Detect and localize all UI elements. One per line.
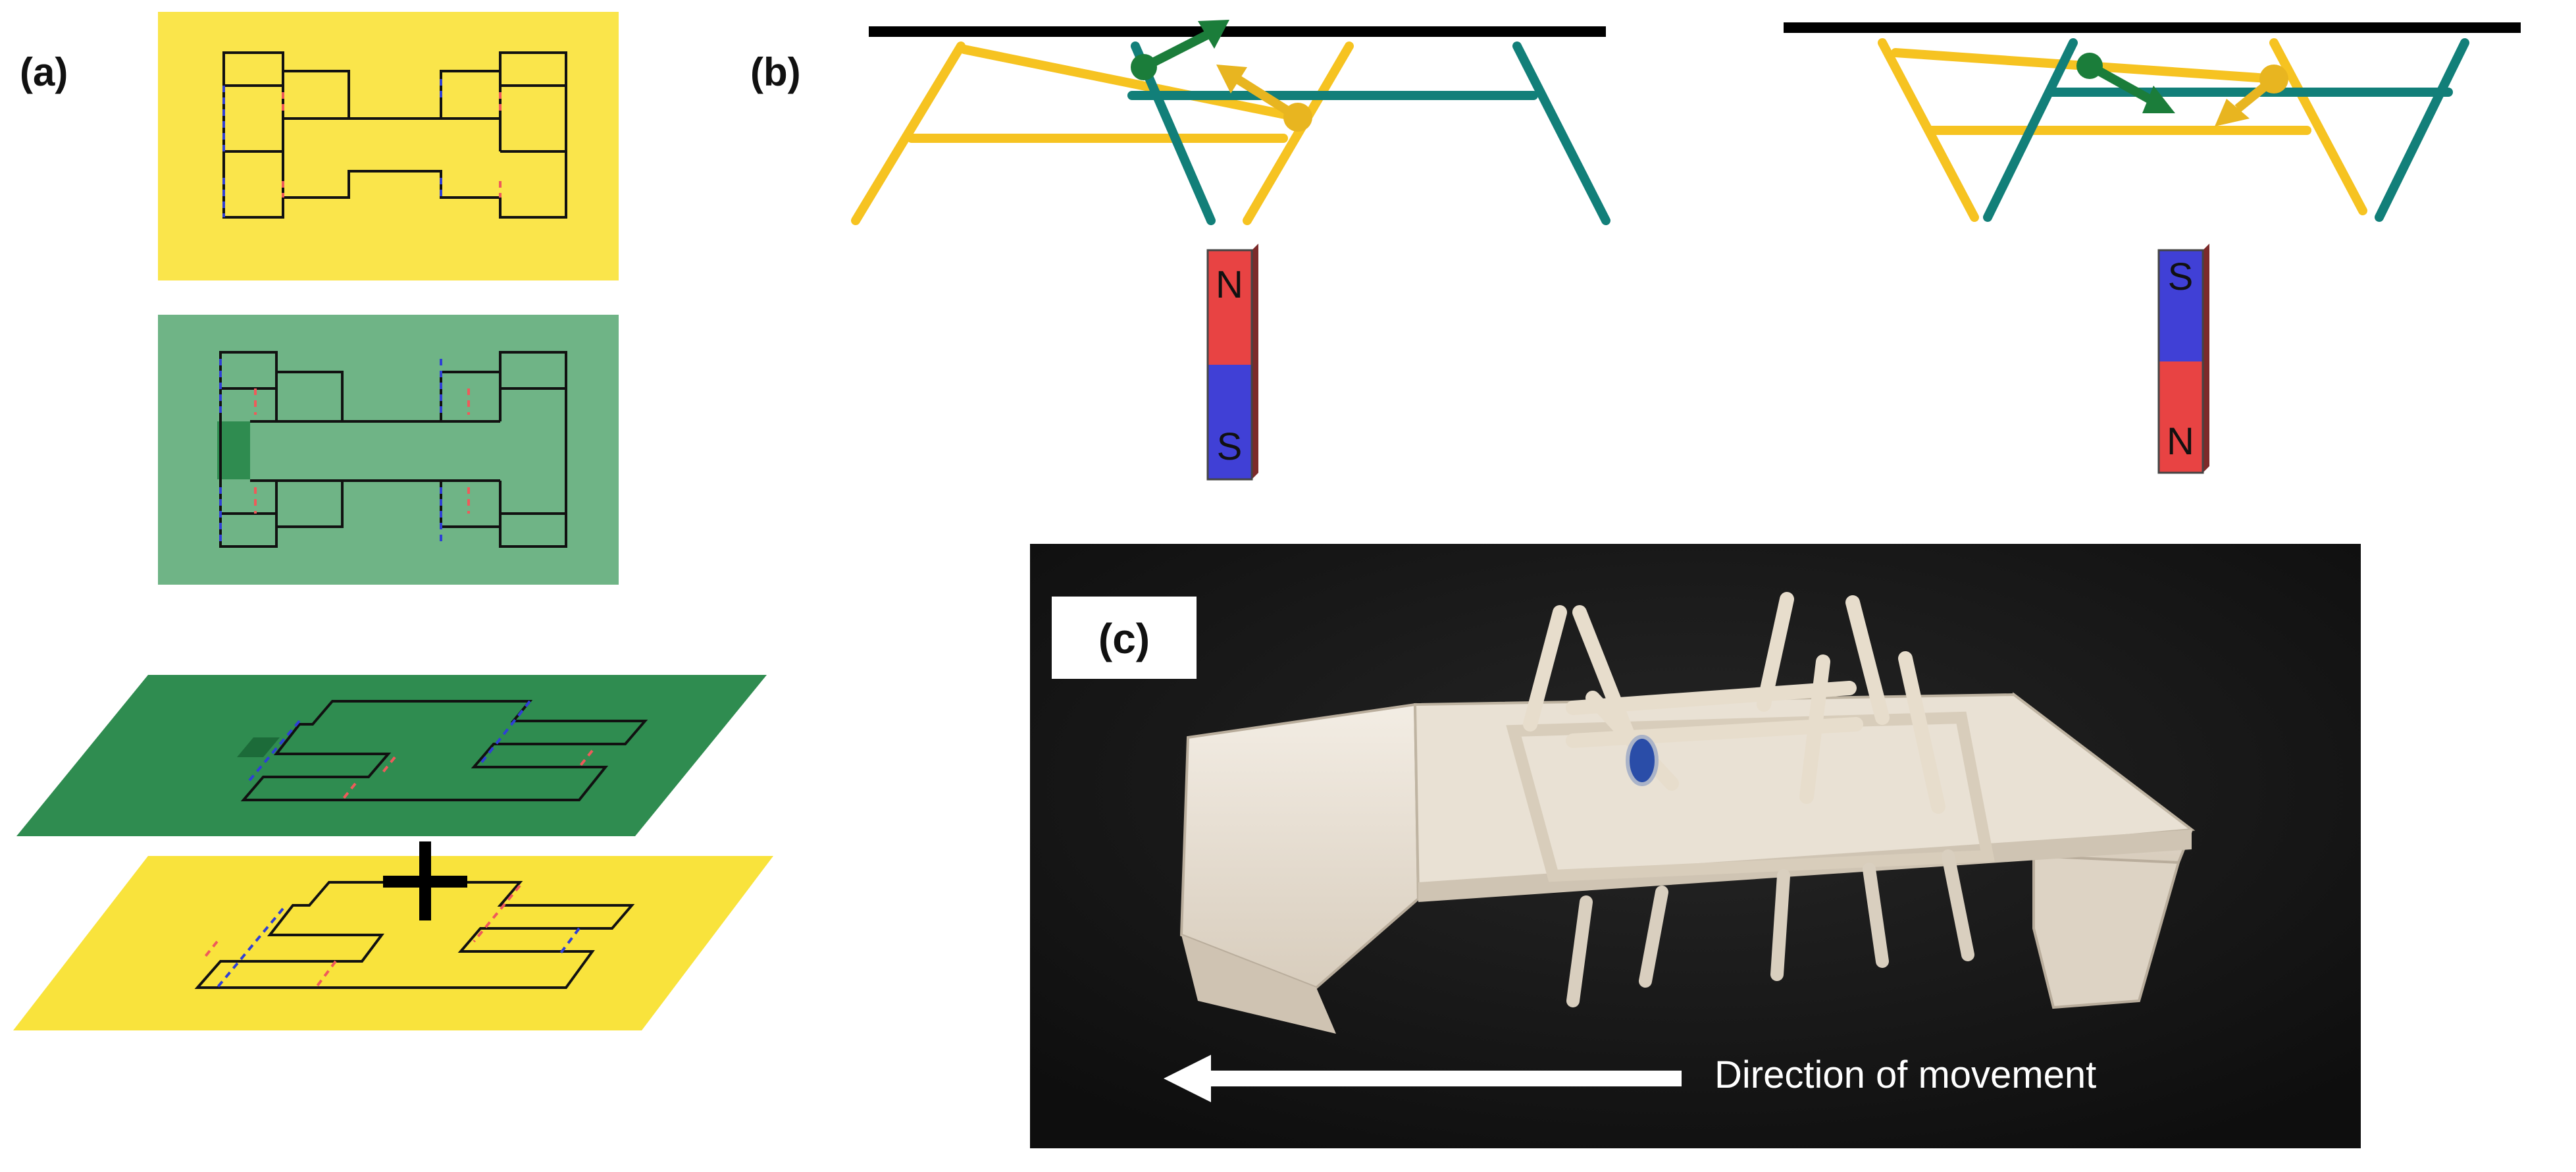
- panel-c-label-box: [1052, 597, 1197, 679]
- robot-model: [1179, 592, 2196, 1034]
- magnet-right-top-pole: S: [2168, 255, 2194, 298]
- direction-arrow: [1164, 1055, 1682, 1102]
- green-sheet-flat: [158, 315, 619, 585]
- arrow-green-left: [1131, 20, 1229, 80]
- magnet-left-top-pole: N: [1216, 263, 1243, 306]
- panel-b: (b): [750, 20, 2521, 481]
- arrow-yellow-left: [1216, 65, 1312, 132]
- mechanism-left: [851, 20, 1610, 225]
- plus-icon: [383, 841, 467, 920]
- panel-a: (a): [13, 12, 773, 1030]
- yellow-sheet-flat: [158, 12, 619, 280]
- magnet-right-bottom-pole: N: [2167, 420, 2194, 463]
- magnet-left-bottom-pole: S: [1217, 425, 1243, 468]
- direction-caption: Direction of movement: [1714, 1053, 2096, 1096]
- magnet-left: N S: [1206, 244, 1258, 481]
- panel-c-photo: (c): [1030, 544, 2361, 1148]
- yellow-sheet-perspective: [13, 856, 773, 1030]
- magnet-right: S N: [2157, 244, 2209, 474]
- green-sheet-perspective: [16, 675, 767, 836]
- arrow-yellow-right: [2215, 65, 2288, 126]
- mechanism-right: [1784, 22, 2521, 222]
- panel-a-label: (a): [20, 50, 68, 94]
- panel-b-label: (b): [750, 50, 801, 94]
- arrow-green-right: [2076, 53, 2175, 113]
- panel-c-label: (c): [1098, 615, 1150, 662]
